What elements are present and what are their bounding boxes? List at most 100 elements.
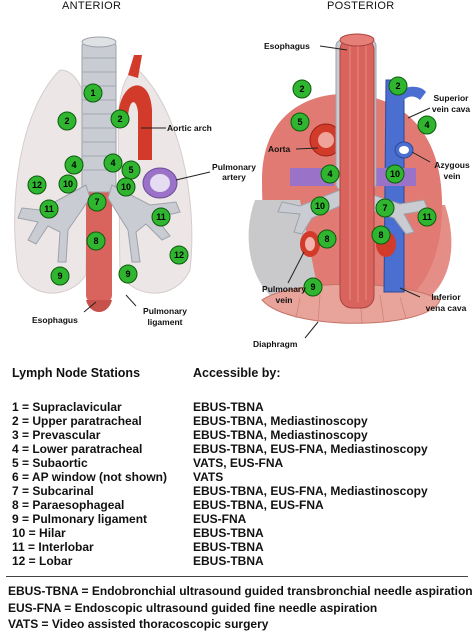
table-row-station: 10 = Hilar bbox=[12, 526, 66, 540]
posterior-node-7: 7 bbox=[375, 198, 395, 218]
abbreviation-eus: EUS-FNA = Endoscopic ultrasound guided f… bbox=[8, 601, 378, 615]
svg-text:5: 5 bbox=[128, 165, 133, 175]
table-row-station: 3 = Prevascular bbox=[12, 428, 101, 442]
table-header-stations: Lymph Node Stations bbox=[12, 366, 141, 380]
label-pulmonary-vein-line2: vein bbox=[275, 295, 292, 305]
svg-text:11: 11 bbox=[156, 212, 166, 222]
table-row-access: EBUS-TBNA bbox=[193, 554, 264, 568]
anterior-node-9-right: 9 bbox=[118, 264, 138, 284]
svg-text:9: 9 bbox=[57, 271, 62, 281]
anterior-node-12-left: 12 bbox=[27, 175, 47, 195]
label-pulmonary-artery-line2: artery bbox=[222, 172, 246, 182]
svg-text:8: 8 bbox=[93, 236, 98, 246]
table-row-access: EBUS-TBNA, Mediastinoscopy bbox=[193, 414, 368, 428]
svg-text:7: 7 bbox=[94, 197, 99, 207]
label-azygous-vein-line2: vein bbox=[443, 171, 460, 181]
anterior-node-10-right: 10 bbox=[116, 177, 136, 197]
svg-text:11: 11 bbox=[44, 204, 54, 214]
table-row-access: EBUS-TBNA, EUS-FNA, Mediastinoscopy bbox=[193, 484, 428, 498]
anterior-node-4-right: 4 bbox=[103, 153, 123, 173]
anterior-node-10-left: 10 bbox=[58, 174, 78, 194]
svg-text:9: 9 bbox=[125, 269, 130, 279]
table-row-station: 12 = Lobar bbox=[12, 554, 73, 568]
svg-text:5: 5 bbox=[297, 117, 302, 127]
svg-text:2: 2 bbox=[117, 114, 122, 124]
label-azygous-vein-line1: Azygous bbox=[434, 160, 470, 170]
table-row-access: EBUS-TBNA, EUS-FNA, Mediastinoscopy bbox=[193, 442, 428, 456]
svg-text:7: 7 bbox=[382, 203, 387, 213]
svg-text:8: 8 bbox=[324, 234, 329, 244]
table-row-station: 6 = AP window (not shown) bbox=[12, 470, 167, 484]
anterior-view: 1 2 2 4 4 5 10 10 12 11 7 11 8 12 9 9 Ao… bbox=[14, 36, 256, 327]
posterior-esophagus bbox=[339, 37, 375, 309]
posterior-node-8-left: 8 bbox=[317, 229, 337, 249]
table-row-access: EBUS-TBNA, Mediastinoscopy bbox=[193, 428, 368, 442]
table-row-station: 8 = Paraesophageal bbox=[12, 498, 125, 512]
aortic-arch bbox=[118, 85, 152, 160]
table-row-station: 7 = Subcarinal bbox=[12, 484, 94, 498]
svg-text:11: 11 bbox=[422, 212, 432, 222]
label-diaphragm: Diaphragm bbox=[253, 339, 298, 349]
anterior-node-5: 5 bbox=[121, 160, 141, 180]
table-row-access: EBUS-TBNA bbox=[193, 540, 264, 554]
posterior-node-11-right: 11 bbox=[417, 207, 437, 227]
posterior-node-2-left: 2 bbox=[292, 79, 312, 99]
svg-text:8: 8 bbox=[378, 230, 383, 240]
anterior-right-bronchus bbox=[107, 184, 181, 263]
label-posterior-esophagus: Esophagus bbox=[264, 41, 310, 51]
svg-text:2: 2 bbox=[299, 84, 304, 94]
table-row-station: 11 = Interlobar bbox=[12, 540, 94, 554]
table-row-station: 2 = Upper paratracheal bbox=[12, 414, 142, 428]
anterior-node-2-right: 2 bbox=[110, 109, 130, 129]
svg-text:10: 10 bbox=[390, 169, 400, 179]
table-row-station: 1 = Supraclavicular bbox=[12, 400, 122, 414]
posterior-node-5: 5 bbox=[290, 112, 310, 132]
label-inferior-vena-cava-line1: Inferior bbox=[431, 292, 461, 302]
svg-text:10: 10 bbox=[315, 201, 325, 211]
table-header-access: Accessible by: bbox=[193, 366, 281, 380]
divider bbox=[6, 576, 468, 577]
table-row-access: VATS, EUS-FNA bbox=[193, 456, 284, 470]
label-superior-vena-cava-line1: Superior bbox=[434, 93, 470, 103]
svg-text:12: 12 bbox=[174, 250, 184, 260]
anterior-node-4-left: 4 bbox=[64, 155, 84, 175]
table-row-access: EUS-FNA bbox=[193, 512, 247, 526]
table-row-access: EBUS-TBNA bbox=[193, 526, 264, 540]
posterior-node-9: 9 bbox=[303, 277, 323, 297]
svg-text:9: 9 bbox=[310, 282, 315, 292]
svg-text:2: 2 bbox=[395, 81, 400, 91]
posterior-node-4-left: 4 bbox=[320, 164, 340, 184]
svg-text:4: 4 bbox=[424, 120, 429, 130]
posterior-node-10-right: 10 bbox=[385, 164, 405, 184]
label-anterior-esophagus: Esophagus bbox=[32, 315, 78, 325]
svg-text:12: 12 bbox=[32, 180, 42, 190]
label-pulmonary-artery-line1: Pulmonary bbox=[212, 162, 256, 172]
label-inferior-vena-cava-line2: vena cava bbox=[426, 303, 467, 313]
label-pulmonary-vein-line1: Pulmonary bbox=[262, 284, 306, 294]
anterior-left-bronchus bbox=[17, 184, 91, 263]
anterior-node-11-right: 11 bbox=[151, 207, 171, 227]
anterior-node-1: 1 bbox=[83, 83, 103, 103]
posterior-view: 2 2 5 4 4 10 10 7 11 8 8 9 Esophagus Aor… bbox=[248, 33, 470, 349]
posterior-node-8-right: 8 bbox=[371, 225, 391, 245]
anterior-node-9-left: 9 bbox=[50, 266, 70, 286]
svg-text:4: 4 bbox=[71, 160, 76, 170]
abbreviation-vats: VATS = Video assisted thoracoscopic surg… bbox=[8, 617, 269, 631]
anterior-node-2-left: 2 bbox=[57, 111, 77, 131]
label-aortic-arch: Aortic arch bbox=[167, 123, 212, 133]
label-pulmonary-ligament-line2: ligament bbox=[148, 317, 183, 327]
svg-text:10: 10 bbox=[121, 182, 131, 192]
posterior-title: POSTERIOR bbox=[327, 0, 395, 12]
anterior-node-12-right: 12 bbox=[169, 245, 189, 265]
table-row-station: 5 = Subaortic bbox=[12, 456, 88, 470]
anterior-node-7: 7 bbox=[87, 192, 107, 212]
svg-text:10: 10 bbox=[63, 179, 73, 189]
anterior-node-11-left: 11 bbox=[39, 199, 59, 219]
table-row-access: EBUS-TBNA, EUS-FNA bbox=[193, 498, 324, 512]
label-aorta: Aorta bbox=[268, 144, 290, 154]
label-pulmonary-ligament-line1: Pulmonary bbox=[143, 306, 187, 316]
table-row-station: 4 = Lower paratracheal bbox=[12, 442, 143, 456]
anterior-node-8: 8 bbox=[86, 231, 106, 251]
svg-text:4: 4 bbox=[110, 158, 115, 168]
